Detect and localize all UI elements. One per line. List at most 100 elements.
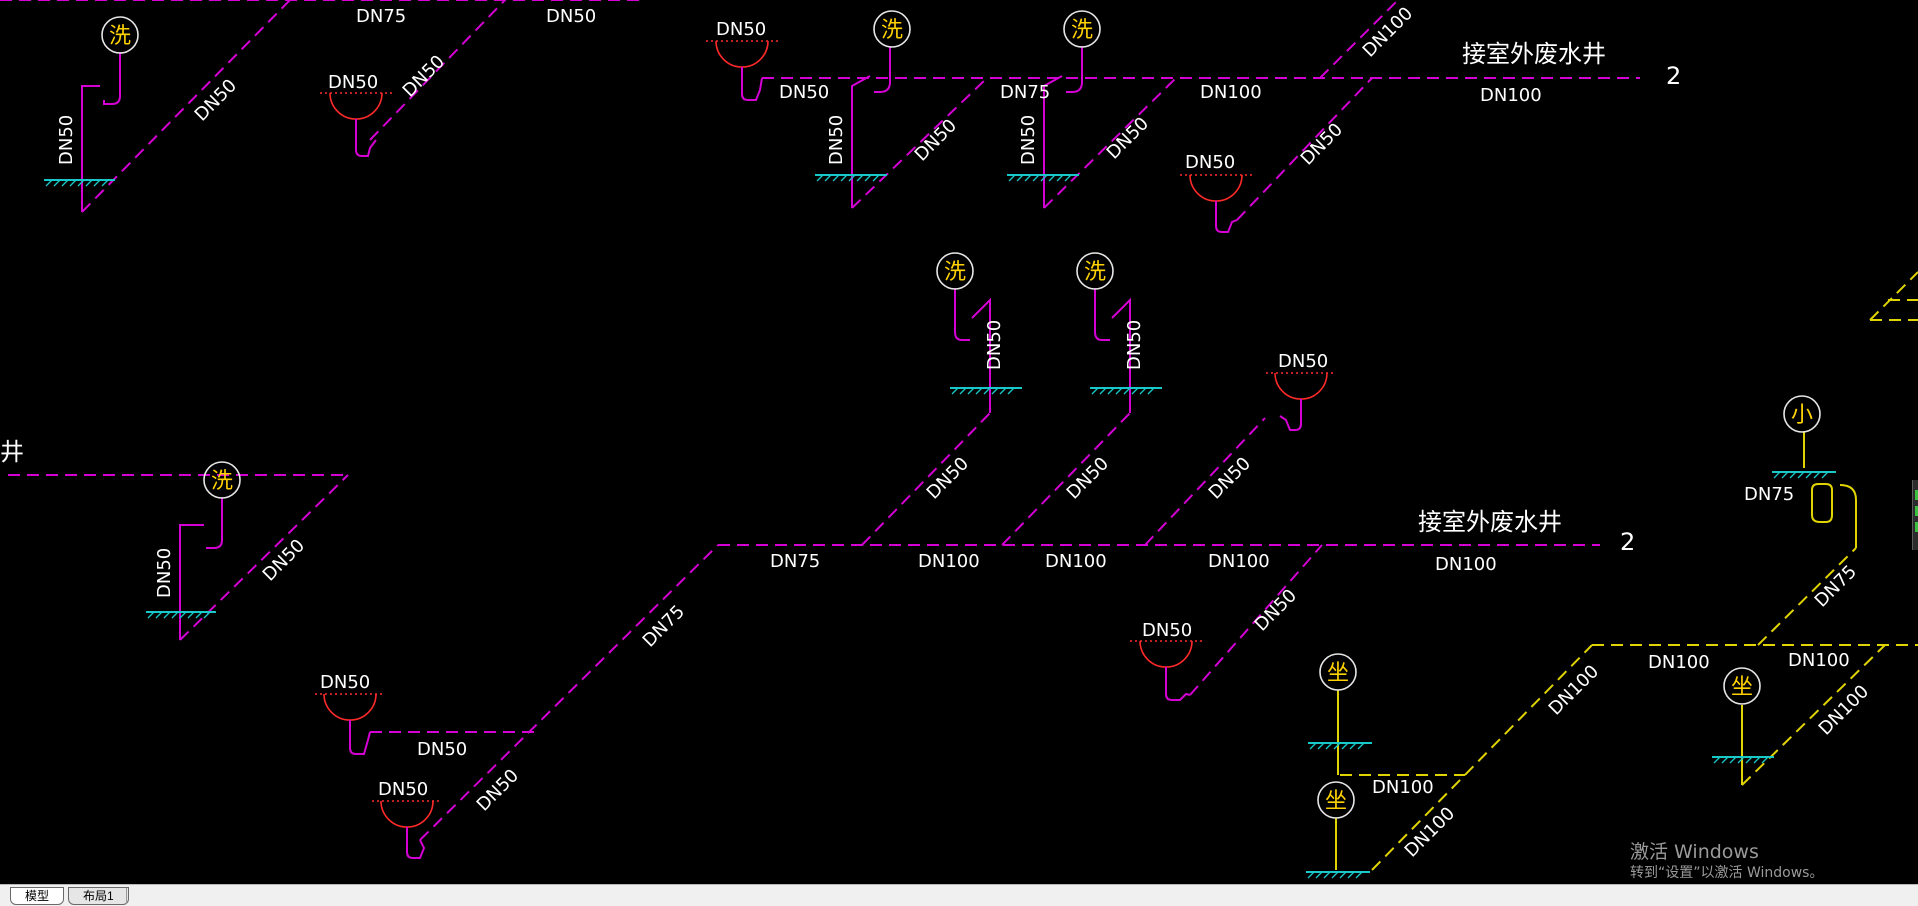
floor-hatch <box>816 174 880 182</box>
floor-drain <box>1266 372 1336 431</box>
floor-hatch <box>1713 756 1769 764</box>
pipe-segment <box>1757 547 1857 646</box>
wash-basin-symbol <box>101 16 139 54</box>
tab-model[interactable]: 模型 <box>10 887 65 905</box>
wash-basin-icon: 洗 <box>1084 259 1106 284</box>
pipe-label-dn50: DN50 <box>1063 453 1113 503</box>
well-label-fragment: 井 <box>0 438 24 466</box>
riser-pipe <box>81 85 100 212</box>
side-panel-handle[interactable] <box>1912 480 1918 550</box>
urinal-symbol <box>1783 395 1821 433</box>
top-left-system: 洗 DN75 DN50 DN50 DN50 DN50 DN50 <box>0 0 640 213</box>
pipe-label-dn75: DN75 <box>770 551 820 572</box>
riser-pipe <box>1043 75 1063 208</box>
urinal-icon: 小 <box>1791 402 1813 427</box>
main-diagonal-pipe <box>419 544 719 841</box>
riser-label-dn50: DN50 <box>56 115 77 165</box>
pipe-segment <box>1371 644 1593 871</box>
wash-basin-symbol <box>873 10 911 48</box>
pipe-label-dn100: DN100 <box>1788 650 1850 671</box>
cad-drawing-canvas[interactable]: 洗 DN75 DN50 DN50 DN50 DN50 DN50 <box>0 0 1918 884</box>
floor-drain <box>1130 640 1202 701</box>
floor-drain <box>1180 174 1252 233</box>
pipe-label-dn50: DN50 <box>1297 119 1347 169</box>
wash-basin-symbol <box>203 461 241 499</box>
pipe-label-dn100: DN100 <box>1545 661 1603 719</box>
floor-hatch <box>1091 387 1155 395</box>
side-indicator <box>1915 522 1918 532</box>
trap <box>874 56 891 93</box>
pipe-segment <box>861 412 991 546</box>
drain-label-dn50: DN50 <box>716 19 766 40</box>
pipe-segment <box>81 0 291 213</box>
activation-title: 激活 Windows <box>1630 841 1759 863</box>
wash-basin-icon: 洗 <box>881 17 903 42</box>
drain-label-dn50: DN50 <box>1278 351 1328 372</box>
pipe-segment <box>1001 412 1131 546</box>
pipe-label-dn50: DN50 <box>1205 453 1255 503</box>
pipe-label-dn50: DN50 <box>399 51 449 101</box>
wash-basin-icon: 洗 <box>1071 17 1093 42</box>
toilet-icon: 坐 <box>1325 788 1347 813</box>
pipe-label-dn50: DN50 <box>1251 585 1301 635</box>
pipe-label-dn100: DN100 <box>1359 3 1417 61</box>
floor-drain <box>706 40 778 101</box>
tab-separator <box>126 888 127 904</box>
tab-layout1[interactable]: 布局1 <box>68 887 129 905</box>
pipe-label-dn50: DN50 <box>473 765 523 815</box>
pipe-label-dn50: DN50 <box>191 75 241 125</box>
drain-label-dn50: DN50 <box>328 72 378 93</box>
pipe-segment <box>179 474 349 641</box>
outdoor-well-label: 接室外废水井 <box>1418 508 1562 536</box>
side-indicator <box>1915 490 1918 500</box>
pipe-label-dn50: DN50 <box>1103 113 1153 163</box>
wash-basin-symbol <box>1063 10 1101 48</box>
trap <box>103 64 121 105</box>
drain-label-dn50: DN50 <box>1185 152 1235 173</box>
riser-label-dn50: DN50 <box>984 320 1005 370</box>
wash-basin-icon: 洗 <box>211 468 233 493</box>
toilet-symbol <box>1317 781 1355 819</box>
toilet-system: 坐 坐 坐 <box>1306 271 1918 879</box>
trap <box>206 498 223 549</box>
pipe-segment <box>1189 544 1323 696</box>
drain-label-dn50: DN50 <box>378 779 428 800</box>
floor-hatch <box>45 179 109 187</box>
floor-hatch <box>951 387 1015 395</box>
pipe-label-dn100: DN100 <box>1815 681 1873 739</box>
side-indicator <box>1915 506 1918 516</box>
top-right-system: 洗 洗 <box>706 0 1681 233</box>
riser-label-dn50: DN50 <box>1018 115 1039 165</box>
wash-basin-icon: 洗 <box>109 23 131 48</box>
toilet-symbol <box>1723 667 1761 705</box>
pipe-label-dn100: DN100 <box>918 551 980 572</box>
drain-label-dn50: DN50 <box>320 672 370 693</box>
windows-activation-watermark: 激活 Windows 转到“设置”以激活 Windows。 <box>1630 840 1915 882</box>
riser-pipe <box>971 297 991 413</box>
pipe-segment <box>1741 644 1886 786</box>
floor-hatch <box>1309 742 1365 750</box>
trap <box>954 288 970 341</box>
riser-label-dn50: DN50 <box>1124 320 1145 370</box>
pipe-label-dn100: DN100 <box>1435 554 1497 575</box>
pipe-segment <box>851 77 988 209</box>
trap <box>1066 56 1083 93</box>
pipe-segment <box>1043 77 1177 209</box>
pipe-label-dn75: DN75 <box>356 6 406 27</box>
wash-basin-symbol <box>936 252 974 290</box>
pipe-label-dn50: DN50 <box>911 115 961 165</box>
wash-basin-symbol <box>1076 252 1114 290</box>
pipe-label-dn100: DN100 <box>1480 85 1542 106</box>
toilet-symbol <box>1319 653 1357 691</box>
pipe-label-dn100: DN100 <box>1372 777 1434 798</box>
riser-pipe <box>1111 297 1131 413</box>
pipe-label-dn100: DN100 <box>1045 551 1107 572</box>
riser-pipe <box>179 524 204 640</box>
pipe-label-dn50: DN50 <box>923 453 973 503</box>
floor-hatch <box>1008 174 1072 182</box>
floor-drain <box>320 92 392 157</box>
pipe-label-dn100: DN100 <box>1208 551 1270 572</box>
pipe-label-dn100: DN100 <box>1200 82 1262 103</box>
floor-drain <box>372 800 442 859</box>
